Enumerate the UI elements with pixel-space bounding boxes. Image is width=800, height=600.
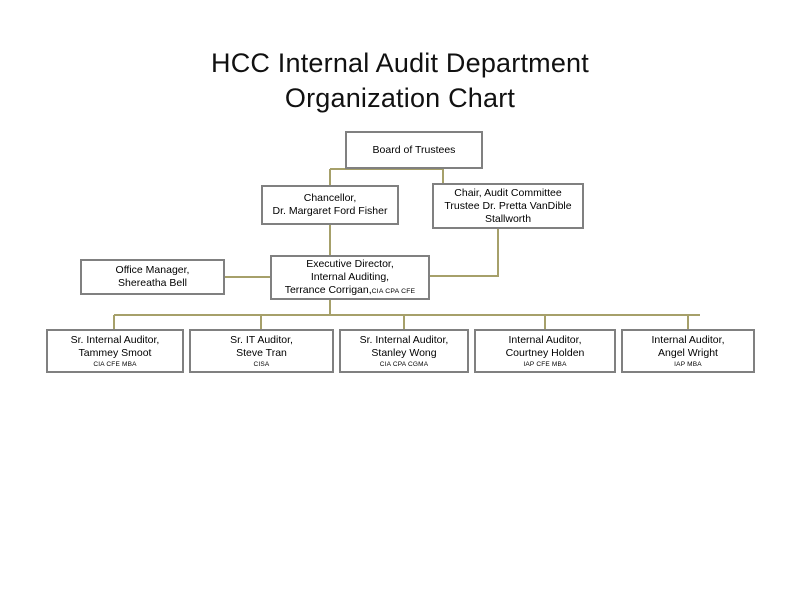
node-auditor[interactable]: Sr. Internal Auditor, Stanley Wong CIA C… bbox=[339, 329, 469, 373]
auditor-credentials: IAP MBA bbox=[674, 360, 702, 368]
node-auditor[interactable]: Sr. Internal Auditor, Tammey Smoot CIA C… bbox=[46, 329, 184, 373]
node-exec-director-credentials: CIA CPA CFE bbox=[371, 287, 416, 295]
node-exec-director-line-1: Executive Director, bbox=[306, 257, 394, 270]
node-board-of-trustees[interactable]: Board of Trustees bbox=[345, 131, 483, 169]
node-executive-director[interactable]: Executive Director, Internal Auditing, T… bbox=[270, 255, 430, 300]
node-office-manager-line-2: Shereatha Bell bbox=[118, 277, 187, 289]
node-office-manager[interactable]: Office Manager, Shereatha Bell bbox=[80, 259, 225, 295]
page-title: HCC Internal Audit Department Organizati… bbox=[0, 46, 800, 116]
auditor-credentials: CIA CFE MBA bbox=[93, 360, 137, 368]
connector-audit-chair-to-exec bbox=[430, 229, 499, 277]
node-auditor[interactable]: Internal Auditor, Courtney Holden IAP CF… bbox=[474, 329, 616, 373]
page-title-line-1: HCC Internal Audit Department bbox=[211, 48, 589, 78]
node-audit-chair-line-3: Stallworth bbox=[484, 212, 532, 225]
auditor-title: Internal Auditor, bbox=[651, 333, 725, 346]
auditor-name: Angel Wright bbox=[658, 346, 718, 359]
auditor-title: Sr. IT Auditor, bbox=[230, 333, 293, 346]
node-chancellor[interactable]: Chancellor, Dr. Margaret Ford Fisher bbox=[261, 185, 399, 225]
auditor-title: Sr. Internal Auditor, bbox=[359, 333, 449, 346]
node-exec-director-name: Terrance Corrigan, bbox=[284, 283, 372, 296]
auditor-credentials: IAP CFE MBA bbox=[523, 360, 567, 368]
auditor-name: Steve Tran bbox=[236, 346, 287, 359]
node-auditor[interactable]: Internal Auditor, Angel Wright IAP MBA bbox=[621, 329, 755, 373]
node-auditor[interactable]: Sr. IT Auditor, Steve Tran CISA bbox=[189, 329, 334, 373]
node-office-manager-line-1: Office Manager, bbox=[115, 264, 190, 276]
node-audit-chair-line-2: Trustee Dr. Pretta VanDible bbox=[444, 199, 572, 212]
node-audit-committee-chair[interactable]: Chair, Audit Committee Trustee Dr. Prett… bbox=[432, 183, 584, 229]
page-title-line-2: Organization Chart bbox=[284, 83, 516, 113]
node-exec-director-line-2: Internal Auditing, bbox=[310, 270, 390, 283]
node-board-line-1: Board of Trustees bbox=[372, 143, 456, 156]
node-chancellor-line-1: Chancellor, bbox=[303, 192, 357, 204]
auditor-name: Tammey Smoot bbox=[78, 346, 152, 359]
node-audit-chair-line-1: Chair, Audit Committee bbox=[454, 186, 562, 199]
auditor-name: Stanley Wong bbox=[371, 346, 437, 359]
auditor-title: Internal Auditor, bbox=[508, 333, 582, 346]
auditor-name: Courtney Holden bbox=[505, 346, 585, 359]
node-exec-director-line-3: Terrance Corrigan,CIA CPA CFE bbox=[285, 284, 416, 298]
auditor-credentials: CISA bbox=[253, 360, 270, 368]
auditor-title: Sr. Internal Auditor, bbox=[70, 333, 160, 346]
auditor-credentials: CIA CPA CGMA bbox=[379, 360, 429, 368]
node-chancellor-line-2: Dr. Margaret Ford Fisher bbox=[272, 205, 388, 217]
